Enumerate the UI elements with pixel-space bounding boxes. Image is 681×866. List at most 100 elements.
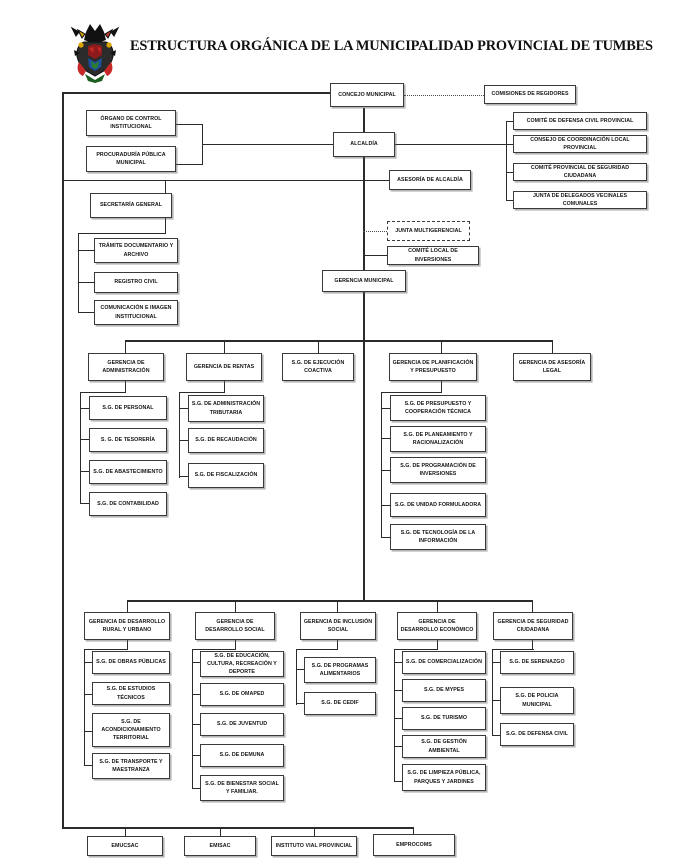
connector-drop-desarrollo-social — [235, 600, 237, 612]
connector-sg-omaped — [192, 694, 201, 696]
connector-comite-inversiones — [363, 255, 387, 257]
node-sg-turismo[interactable]: S.G. DE TURISMO — [402, 707, 486, 730]
node-sg-presupuesto[interactable]: S.G. DE PRESUPUESTO Y COOPERACIÓN TÉCNIC… — [390, 395, 486, 421]
node-organo-control[interactable]: ÓRGANO DE CONTROL INSTITUCIONAL — [86, 110, 176, 136]
node-comunicacion-imagen[interactable]: COMUNICACIÓN E IMAGEN INSTITUCIONAL — [94, 300, 178, 325]
connector-rural-stem — [127, 640, 129, 650]
connector-secretaria-drop — [165, 180, 167, 194]
node-comite-defensa-civil[interactable]: COMITÉ DE DEFENSA CIVIL PROVINCIAL — [513, 112, 647, 130]
node-label: COMUNICACIÓN E IMAGEN INSTITUCIONAL — [100, 305, 172, 320]
node-label: COMISIONES DE REGIDORES — [491, 91, 569, 98]
node-sg-limpieza-publica[interactable]: S.G. DE LIMPIEZA PÚBLICA, PARQUES Y JARD… — [402, 764, 486, 791]
connector-rentas-spine — [179, 392, 181, 478]
node-gerencia-rentas[interactable]: GERENCIA DE RENTAS — [186, 353, 262, 381]
node-label: S.G. DE CONTABILIDAD — [97, 500, 159, 507]
node-junta-delegados[interactable]: JUNTA DE DELEGADOS VECINALES COMUNALES — [513, 191, 647, 209]
node-gerencia-municipal[interactable]: GERENCIA MUNICIPAL — [322, 270, 406, 292]
connector-sg-serenazgo — [492, 662, 501, 664]
node-label: S.G. DE COMERCIALIZACIÓN — [406, 659, 482, 666]
connector-sg-obras-publicas — [84, 662, 93, 664]
node-sg-demuna[interactable]: S.G. DE DEMUNA — [200, 744, 284, 767]
node-alcaldia[interactable]: ALCALDÍA — [333, 132, 395, 157]
node-concejo-municipal[interactable]: CONCEJO MUNICIPAL — [330, 83, 404, 107]
node-sg-abastecimiento[interactable]: S.G. DE ABASTECIMIENTO — [89, 460, 167, 484]
connector-rural-spine — [84, 649, 86, 766]
connector-drop-desarrollo-rural — [127, 600, 129, 612]
node-asesoria-alcaldia[interactable]: ASESORÍA DE ALCALDÍA — [389, 170, 471, 190]
node-sg-comercializacion[interactable]: S.G. DE COMERCIALIZACIÓN — [402, 651, 486, 674]
node-gerencia-desarrollo-economico[interactable]: GERENCIA DE DESARROLLO ECONÓMICO — [397, 612, 477, 640]
node-consejo-coordinacion[interactable]: CONSEJO DE COORDINACIÓN LOCAL PROVINCIAL — [513, 135, 647, 153]
node-comisiones-regidores[interactable]: COMISIONES DE REGIDORES — [484, 85, 576, 104]
node-sg-cedif[interactable]: S.G. DE CEDIF — [304, 692, 376, 715]
node-sg-defensa-civil[interactable]: S.G. DE DEFENSA CIVIL — [500, 723, 574, 746]
node-sg-omaped[interactable]: S.G. DE OMAPED — [200, 683, 284, 706]
node-label: COMITÉ DE DEFENSA CIVIL PROVINCIAL — [526, 117, 634, 124]
connector-sg-defensa-civil — [492, 735, 501, 737]
connector-sg-educacion — [192, 662, 201, 664]
node-sg-transporte[interactable]: S.G. DE TRANSPORTE Y MAESTRANZA — [92, 753, 170, 779]
node-sg-tecnologia-informacion[interactable]: S.G. DE TECNOLOGÍA DE LA INFORMACIÓN — [390, 524, 486, 550]
connector-inclusion-spine — [296, 649, 298, 705]
node-tramite-documentario[interactable]: TRÁMITE DOCUMENTARIO Y ARCHIVO — [94, 238, 178, 263]
node-sg-unidad-formuladora[interactable]: S.G. DE UNIDAD FORMULADORA — [390, 493, 486, 517]
node-gerencia-desarrollo-social[interactable]: GERENCIA DE DESARROLLO SOCIAL — [195, 612, 275, 640]
node-label: S.G. DE TECNOLOGÍA DE LA INFORMACIÓN — [400, 529, 476, 544]
node-sg-gestion-ambiental[interactable]: S.G. DE GESTIÓN AMBIENTAL — [402, 735, 486, 758]
node-sg-administracion-tributaria[interactable]: S.G. DE ADMINISTRACIÓN TRIBUTARIA — [188, 395, 264, 422]
node-emprocoms[interactable]: EMPROCOMS — [373, 834, 455, 856]
node-gerencia-planificacion[interactable]: GERENCIA DE PLANIFICACIÓN Y PRESUPUESTO — [389, 353, 477, 381]
node-registro-civil[interactable]: REGISTRO CIVIL — [94, 272, 178, 293]
node-junta-multigerencial[interactable]: JUNTA MULTIGERENCIAL — [387, 221, 470, 241]
node-sg-planeamiento[interactable]: S.G. DE PLANEAMIENTO Y RACIONALIZACIÓN — [390, 426, 486, 452]
connector-rentas-stem — [224, 381, 226, 393]
node-sg-bienestar-social[interactable]: S.G. DE BIENESTAR SOCIAL Y FAMILIAR. — [200, 775, 284, 801]
connector-junta-multigerencial — [363, 231, 387, 232]
connector-seguridad-stem — [532, 640, 534, 650]
node-sg-programas-alimentarios[interactable]: S.G. DE PROGRAMAS ALIMENTARIOS — [304, 657, 376, 683]
node-label: S.G. DE DEMUNA — [219, 752, 265, 759]
node-sg-fiscalizacion[interactable]: S.G. DE FISCALIZACIÓN — [188, 463, 264, 488]
connector-economico-spine — [394, 649, 396, 782]
node-label: S.G. DE RECAUDACIÓN — [195, 437, 257, 444]
node-sg-estudios-tecnicos[interactable]: S.G. DE ESTUDIOS TÉCNICOS — [92, 682, 170, 705]
node-comite-local-inversiones[interactable]: COMITÉ LOCAL DE INVERSIONES — [387, 246, 479, 265]
node-sg-obras-publicas[interactable]: S.G. DE OBRAS PÚBLICAS — [92, 651, 170, 674]
connector-sg-policia — [492, 700, 501, 702]
node-sg-contabilidad[interactable]: S.G. DE CONTABILIDAD — [89, 492, 167, 516]
node-sg-ejecucion-coactiva[interactable]: S.G. DE EJECUCIÓN COACTIVA — [282, 353, 354, 381]
node-sg-serenazgo[interactable]: S.G. DE SERENAZGO — [500, 651, 574, 674]
connector-administracion-bar — [80, 392, 126, 394]
node-label: S.G. DE ABASTECIMIENTO — [93, 468, 163, 475]
connector-junta-delegados — [506, 200, 514, 202]
node-sg-tesoreria[interactable]: S. G. DE TESORERÍA — [89, 428, 167, 452]
node-gerencia-seguridad-ciudadana[interactable]: GERENCIA DE SEGURIDAD CIUDADANA — [493, 612, 573, 640]
node-emucsac[interactable]: EMUCSAC — [87, 836, 163, 856]
node-gerencia-inclusion-social[interactable]: GERENCIA DE INCLUSIÓN SOCIAL — [300, 612, 376, 640]
node-gerencia-asesoria-legal[interactable]: GERENCIA DE ASESORÍA LEGAL — [513, 353, 591, 381]
node-label: GERENCIA DE RENTAS — [193, 363, 255, 370]
node-sg-mypes[interactable]: S.G. DE MYPES — [402, 679, 486, 702]
connector-sg-comercializacion — [394, 662, 403, 664]
node-comite-seguridad-ciudadana[interactable]: COMITÉ PROVINCIAL DE SEGURIDAD CIUDADANA — [513, 163, 647, 181]
node-instituto-vial[interactable]: INSTITUTO VIAL PROVINCIAL — [271, 836, 357, 856]
node-label: S.G. DE UNIDAD FORMULADORA — [394, 501, 482, 508]
node-sg-programacion-inversiones[interactable]: S.G. DE PROGRAMACIÓN DE INVERSIONES — [390, 457, 486, 483]
node-sg-personal[interactable]: S.G. DE PERSONAL — [89, 396, 167, 420]
node-procuraduria[interactable]: PROCURADURÍA PÚBLICA MUNICIPAL — [86, 146, 176, 172]
node-emisac[interactable]: EMISAC — [184, 836, 256, 856]
node-sg-recaudacion[interactable]: S.G. DE RECAUDACIÓN — [188, 428, 264, 453]
node-secretaria-general[interactable]: SECRETARÍA GENERAL — [90, 193, 172, 218]
node-label: S.G. DE JUVENTUD — [216, 721, 268, 728]
node-gerencia-desarrollo-rural[interactable]: GERENCIA DE DESARROLLO RURAL Y URBANO — [84, 612, 170, 640]
node-label: COMITÉ LOCAL DE INVERSIONES — [408, 248, 458, 263]
connector-sg-planeamiento — [381, 438, 391, 440]
node-sg-policia-municipal[interactable]: S.G. DE POLICIA MUNICIPAL — [500, 687, 574, 714]
node-sg-juventud[interactable]: S.G. DE JUVENTUD — [200, 713, 284, 736]
node-sg-educacion[interactable]: S.G. DE EDUCACIÓN, CULTURA, RECREACIÓN Y… — [200, 651, 284, 677]
node-label: CONSEJO DE COORDINACIÓN LOCAL PROVINCIAL — [530, 136, 630, 151]
node-gerencia-administracion[interactable]: GERENCIA DE ADMINISTRACIÓN — [88, 353, 164, 381]
node-sg-acondicionamiento[interactable]: S.G. DE ACONDICIONAMIENTO TERRITORIAL — [92, 713, 170, 747]
connector-sg-tesoreria — [80, 439, 90, 441]
